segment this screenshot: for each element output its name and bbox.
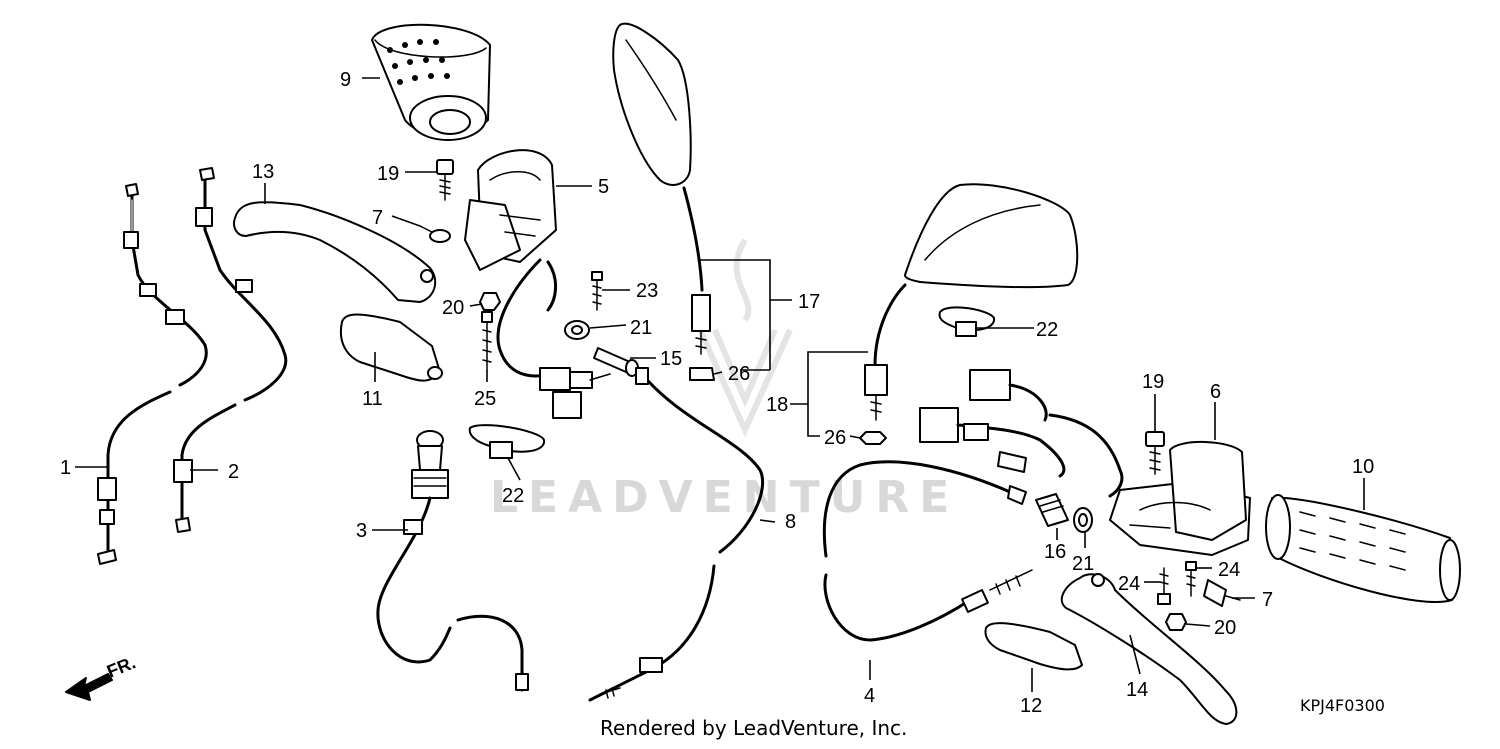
footer-credit: Rendered by LeadVenture, Inc. bbox=[600, 716, 908, 740]
callout-17[interactable]: 17 bbox=[798, 291, 820, 313]
nut-26-top[interactable] bbox=[689, 367, 715, 381]
bolt-19-right[interactable] bbox=[1145, 431, 1165, 475]
callout-18[interactable]: 18 bbox=[766, 394, 788, 416]
mirror-left[interactable] bbox=[612, 22, 711, 355]
callout-1[interactable]: 1 bbox=[60, 457, 71, 479]
callout-21-right[interactable]: 21 bbox=[1072, 553, 1094, 575]
adjuster-15[interactable] bbox=[593, 347, 639, 377]
brake-switch-7-right[interactable] bbox=[1203, 579, 1241, 607]
clip-21-right[interactable] bbox=[1073, 507, 1093, 533]
callout-24-a[interactable]: 24 bbox=[1118, 573, 1140, 595]
direction-label: FR. bbox=[104, 652, 138, 681]
screw-24-b[interactable] bbox=[1185, 561, 1197, 597]
callout-23[interactable]: 23 bbox=[636, 280, 658, 302]
callout-16[interactable]: 16 bbox=[1044, 541, 1066, 563]
callout-26-right[interactable]: 26 bbox=[824, 427, 846, 449]
adjuster-16[interactable] bbox=[1035, 493, 1069, 527]
nut-26-right[interactable] bbox=[859, 431, 887, 445]
callout-15[interactable]: 15 bbox=[660, 348, 682, 370]
callout-7-left[interactable]: 7 bbox=[372, 207, 383, 229]
bolt-19-left[interactable] bbox=[436, 159, 454, 201]
band-22-right-top[interactable] bbox=[938, 306, 995, 337]
left-handlebar-switch[interactable] bbox=[419, 149, 557, 271]
callout-7-right[interactable]: 7 bbox=[1262, 589, 1273, 611]
callout-8[interactable]: 8 bbox=[785, 511, 796, 533]
cable-4[interactable] bbox=[822, 460, 1033, 642]
front-direction-arrow-icon: FR. bbox=[65, 652, 138, 701]
callout-lines bbox=[75, 77, 1365, 692]
callout-20-right[interactable]: 20 bbox=[1214, 617, 1236, 639]
lever-cover[interactable] bbox=[984, 622, 1083, 671]
mirror-right[interactable] bbox=[864, 183, 1079, 421]
grip-end-cover[interactable] bbox=[340, 313, 443, 382]
callout-13[interactable]: 13 bbox=[252, 161, 274, 183]
callout-25[interactable]: 25 bbox=[474, 388, 496, 410]
callout-4[interactable]: 4 bbox=[864, 685, 875, 707]
bolt-25[interactable] bbox=[481, 311, 493, 371]
screw-24-a[interactable] bbox=[1157, 567, 1171, 605]
choke-cable-3[interactable] bbox=[376, 430, 529, 692]
callout-22-right[interactable]: 22 bbox=[1036, 319, 1058, 341]
callout-20-left[interactable]: 20 bbox=[442, 297, 464, 319]
nut-20-left[interactable] bbox=[479, 292, 501, 311]
callout-21-left[interactable]: 21 bbox=[630, 317, 652, 339]
callout-3[interactable]: 3 bbox=[356, 520, 367, 542]
callout-9[interactable]: 9 bbox=[340, 69, 351, 91]
watermark-text: LEADVENTURE bbox=[490, 472, 959, 523]
callout-6[interactable]: 6 bbox=[1210, 381, 1221, 403]
band-22-left[interactable] bbox=[468, 424, 546, 459]
right-switch-harness bbox=[919, 369, 1124, 498]
callout-5[interactable]: 5 bbox=[598, 176, 609, 198]
clutch-cable-8[interactable] bbox=[588, 367, 765, 702]
right-grip[interactable] bbox=[1265, 494, 1461, 603]
throttle-cable-2[interactable] bbox=[173, 167, 288, 533]
clip-21-left[interactable] bbox=[564, 320, 590, 340]
left-switch-harness bbox=[496, 258, 611, 419]
callout-12[interactable]: 12 bbox=[1020, 695, 1042, 717]
brake-lever[interactable] bbox=[1060, 573, 1238, 725]
callout-19-right[interactable]: 19 bbox=[1142, 371, 1164, 393]
right-handlebar-switch[interactable] bbox=[1109, 441, 1251, 556]
throttle-cable-1[interactable] bbox=[97, 183, 208, 565]
throttle-grip[interactable] bbox=[371, 23, 491, 141]
callout-labels: 1 2 3 4 5 6 7 7 8 9 10 11 12 13 14 15 16… bbox=[60, 69, 1374, 717]
callout-11[interactable]: 11 bbox=[362, 388, 383, 410]
callout-19-left[interactable]: 19 bbox=[377, 163, 399, 185]
callout-24-b[interactable]: 24 bbox=[1218, 559, 1240, 581]
leadventure-logo-icon bbox=[697, 238, 793, 438]
clutch-lever[interactable] bbox=[233, 201, 437, 303]
nut-20-right[interactable] bbox=[1165, 613, 1187, 631]
callout-14[interactable]: 14 bbox=[1126, 679, 1148, 701]
screw-23[interactable] bbox=[591, 271, 603, 311]
callout-26-top[interactable]: 26 bbox=[728, 363, 750, 385]
callout-2[interactable]: 2 bbox=[228, 461, 239, 483]
callout-22-left[interactable]: 22 bbox=[502, 485, 524, 507]
callout-10[interactable]: 10 bbox=[1352, 456, 1374, 478]
diagram-code: KPJ4F0300 bbox=[1300, 696, 1385, 715]
